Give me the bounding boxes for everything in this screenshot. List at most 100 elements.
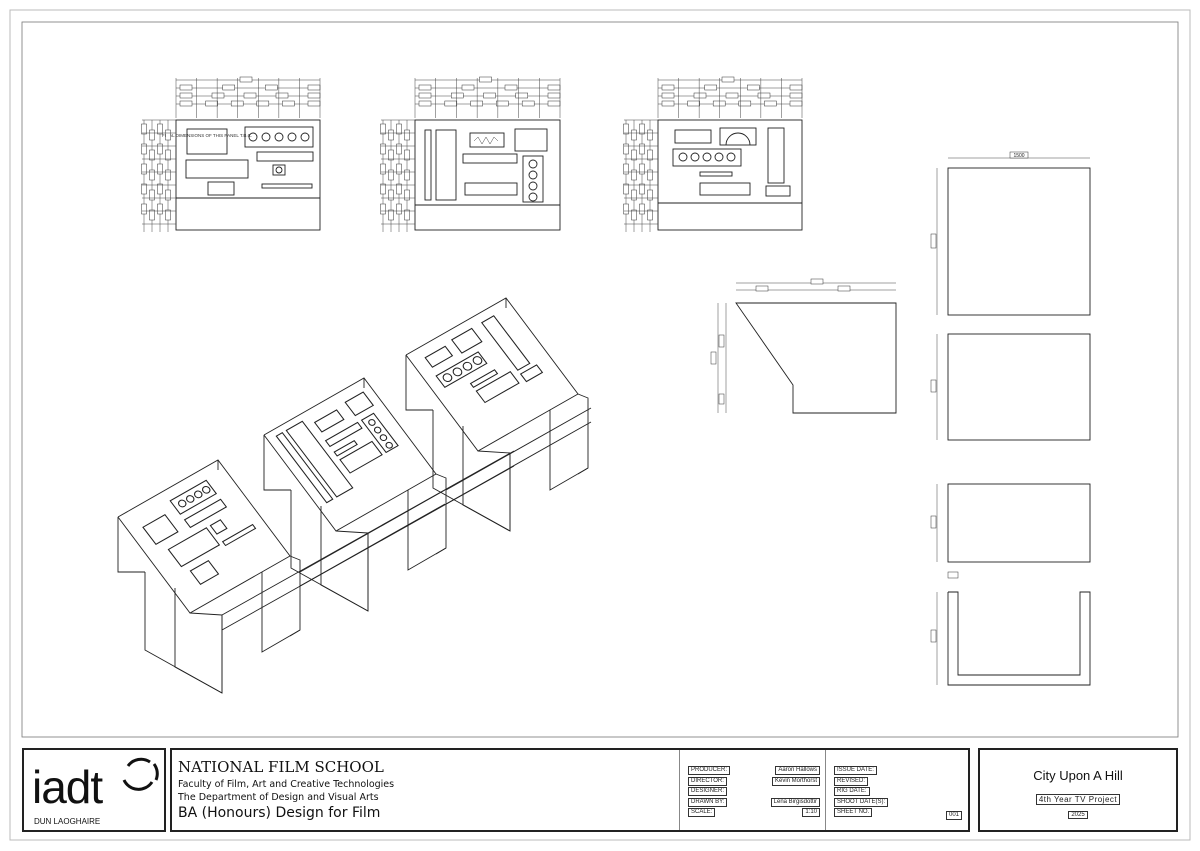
dimension-label — [647, 169, 653, 181]
credit-label: DRAWN BY: — [688, 798, 728, 807]
dimension-label — [380, 203, 386, 215]
dimension-label — [404, 169, 410, 181]
dimension-label — [388, 129, 394, 141]
logo-subtitle: DUN LAOGHAIRE — [34, 817, 101, 826]
dimension-label — [789, 100, 803, 107]
dimension-label — [307, 84, 321, 91]
dimension-label — [380, 183, 386, 195]
credit-value: Aaron Hallows — [775, 766, 820, 775]
dimension-label — [141, 163, 147, 175]
dimension-label — [404, 129, 410, 141]
dimension-label — [496, 100, 509, 107]
dimension-label — [661, 100, 675, 107]
dimension-label — [693, 92, 707, 99]
dimension-label — [461, 84, 475, 91]
date-label: SHOOT DATE(S): — [834, 798, 889, 807]
credit-label: SCALE: — [688, 808, 716, 817]
dimension-label — [179, 92, 193, 99]
front-elevation-panel-2 — [414, 119, 561, 231]
panel-control — [424, 345, 454, 368]
dimension-label — [157, 143, 163, 155]
dimension-label — [307, 100, 321, 107]
dimension-label — [230, 100, 244, 107]
dimension-label — [388, 149, 394, 161]
knob — [528, 159, 538, 169]
dimension-label — [275, 92, 289, 99]
dimension-label — [521, 100, 535, 107]
dimension-label — [380, 123, 386, 135]
dimension-label — [547, 92, 561, 99]
dimension-label — [239, 76, 253, 83]
front-elevation-panel-3 — [657, 119, 803, 231]
project-subtitle: 4th Year TV Project — [1035, 794, 1121, 805]
dimension-label — [157, 203, 163, 215]
dimension-label — [165, 149, 171, 161]
dimension-label — [404, 189, 410, 201]
dimension-label — [149, 189, 155, 201]
school-name: NATIONAL FILM SCHOOL — [178, 758, 384, 776]
dimension-label — [165, 129, 171, 141]
dimension-label — [149, 209, 155, 221]
dimension-label — [396, 163, 402, 175]
faculty: Faculty of Film, Art and Creative Techno… — [178, 779, 395, 790]
dimension-label — [639, 163, 645, 175]
credit-value: 1:10 — [802, 808, 820, 817]
dimension-label — [661, 84, 675, 91]
dimension-label — [623, 123, 629, 135]
dimension-label — [404, 209, 410, 221]
dimension-label — [647, 149, 653, 161]
department: The Department of Design and Visual Arts — [178, 792, 379, 803]
sheet-border — [9, 9, 1191, 841]
title-block: NATIONAL FILM SCHOOL Faculty of Film, Ar… — [170, 748, 970, 832]
panel-control — [183, 498, 228, 529]
dimension-label — [504, 84, 518, 91]
dimension-label — [764, 100, 777, 107]
dimension-label — [157, 163, 163, 175]
dimension-label — [396, 203, 402, 215]
console-2 — [263, 377, 592, 612]
dimension-label — [757, 92, 771, 99]
dimension-label — [222, 84, 235, 91]
dimension-label — [307, 92, 321, 99]
console-1 — [117, 459, 446, 694]
dimension-label — [141, 203, 147, 215]
dimension-label — [396, 123, 402, 135]
dimension-label — [165, 189, 171, 201]
dimension-label — [444, 100, 458, 107]
dimension-label — [639, 183, 645, 195]
panel-cut-views: 1500 — [930, 151, 1091, 686]
dimension-label — [623, 203, 629, 215]
dimension-label — [149, 129, 155, 141]
console-3 — [405, 297, 589, 532]
panel-control — [344, 391, 375, 417]
dimension-label — [483, 92, 496, 99]
dimension-label — [396, 143, 402, 155]
dimension-label — [725, 92, 739, 99]
credit-label: PRODUCER: — [688, 766, 731, 775]
dimension-label — [141, 123, 147, 135]
panel-control — [480, 315, 531, 371]
dimension-label — [789, 92, 803, 99]
width-dimension: 1500 — [1013, 153, 1024, 159]
panel-control — [435, 351, 488, 388]
dimension-label — [211, 92, 225, 99]
dimension-label — [631, 149, 637, 161]
date-label: SHEET NO. — [834, 808, 873, 817]
dimension-label — [712, 100, 726, 107]
dimension-label — [631, 129, 637, 141]
credit-label: DIRECTOR: — [688, 777, 727, 786]
dimension-label — [141, 143, 147, 155]
dimension-label — [282, 100, 295, 107]
knob — [248, 132, 258, 142]
knob — [726, 152, 736, 162]
dimension-label — [388, 169, 394, 181]
dimension-label — [451, 92, 464, 99]
knob — [261, 132, 271, 142]
dimension-label — [243, 92, 257, 99]
dimension-label — [547, 100, 561, 107]
knob — [528, 192, 538, 202]
dimension-label — [165, 169, 171, 181]
panel-control — [169, 479, 218, 515]
dimension-label — [639, 143, 645, 155]
dimension-label — [647, 189, 653, 201]
